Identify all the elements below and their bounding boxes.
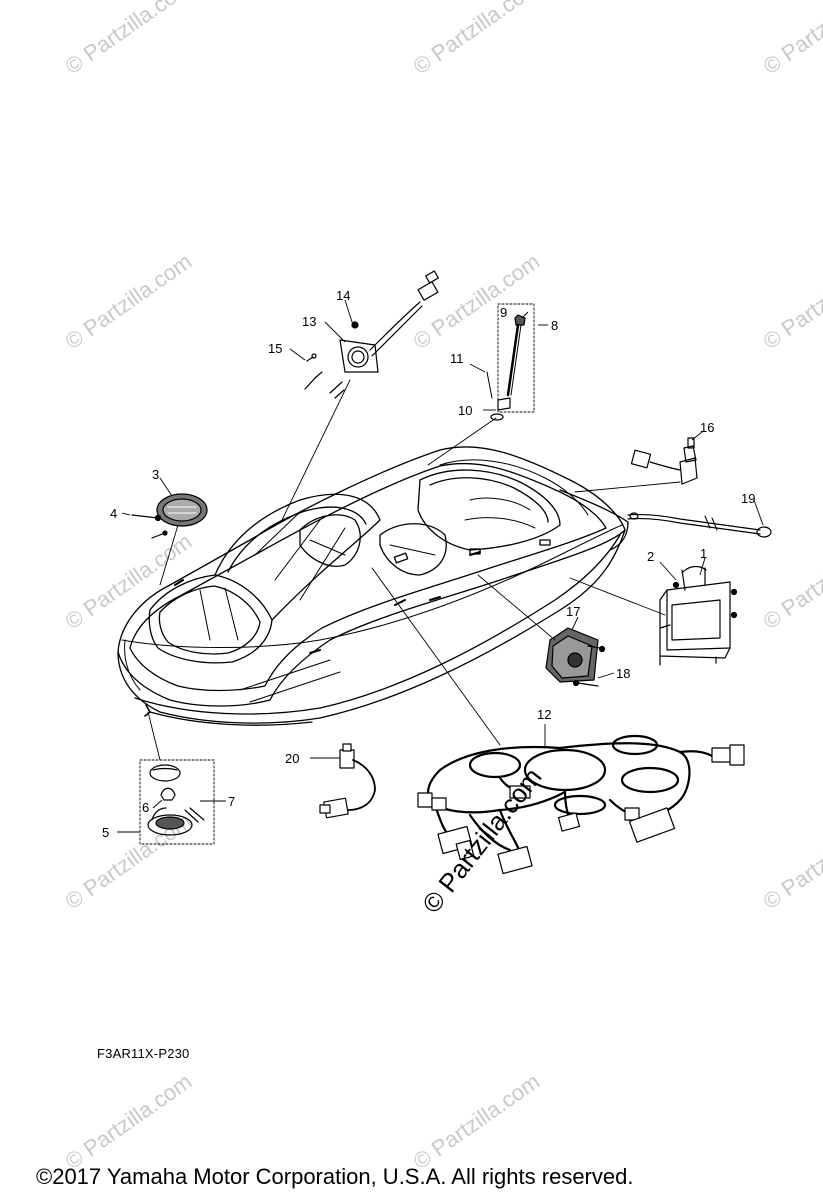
callout-14: 14 [336,288,350,303]
courtesy-light-part-3 [131,493,208,586]
watermark: © Partzilla.com [759,809,823,915]
watermark-center: © Partzilla.com [416,762,548,919]
callout-11: 11 [450,351,464,366]
leader-lines [117,299,764,833]
watermark: © Partzilla.com [409,249,545,355]
sub-harness-part-20 [319,743,376,819]
callout-17: 17 [566,604,580,619]
callout-1: 1 [700,546,707,561]
callout-3: 3 [152,467,159,482]
callout-2: 2 [647,549,654,564]
drawing-code: F3AR11X-P230 [97,1046,190,1061]
watermark: © Partzilla.com [759,249,823,355]
speaker-plate-part-13 [281,270,439,521]
harness-connectors [371,567,745,875]
callout-4: 4 [110,506,117,521]
watermark: © Partzilla.com [759,529,823,635]
callout-labels: 1 2 3 4 5 6 7 8 9 10 11 12 13 14 15 16 1… [102,288,755,840]
callout-6: 6 [142,800,149,815]
callout-5: 5 [102,825,109,840]
boat-hull [117,446,629,726]
callout-13: 13 [302,314,316,329]
battery-box-part-1 [569,565,738,666]
callout-10: 10 [458,403,472,418]
watermark: © Partzilla.com [759,0,823,79]
bow-assembly-part-5 [139,711,215,845]
callout-16: 16 [700,420,714,435]
sensor-part-16 [574,437,698,493]
watermark: © Partzilla.com [61,0,197,79]
callout-15: 15 [268,341,282,356]
watermark: © Partzilla.com [409,1069,545,1175]
background-watermarks: © Partzilla.com © Partzilla.com © Partzi… [61,0,823,1174]
callout-12: 12 [537,707,551,722]
watermark: © Partzilla.com [61,1069,197,1175]
callout-7: 7 [228,794,235,809]
copyright-notice: ©2017 Yamaha Motor Corporation, U.S.A. A… [36,1164,634,1189]
cable-part-19 [627,512,772,538]
callout-18: 18 [616,666,630,681]
callout-8: 8 [551,318,558,333]
callout-20: 20 [285,751,299,766]
callout-9: 9 [500,305,507,320]
callout-19: 19 [741,491,755,506]
wiring-harness-part-12 [426,734,714,854]
switch-panel-part-17 [477,574,606,687]
watermark: © Partzilla.com [409,0,545,79]
watermark: © Partzilla.com [61,249,197,355]
